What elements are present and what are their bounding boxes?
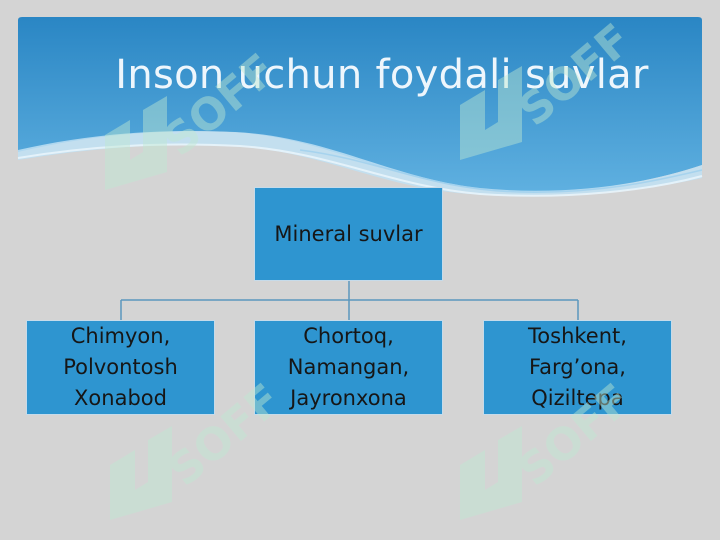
soff-logo-icon: SOFF (105, 44, 286, 190)
title-banner (17, 17, 703, 197)
svg-text:SOFF: SOFF (159, 374, 291, 496)
svg-text:SOFF: SOFF (509, 14, 641, 136)
root-node-label: Mineral suvlar (274, 221, 423, 246)
root-node-mineral-waters: Mineral suvlar (255, 188, 442, 280)
slide-title: Inson uchun foydali suvlar (115, 52, 649, 98)
soff-logo-icon: SOFF (460, 14, 641, 160)
soff-logo-icon: SOFF (460, 374, 641, 520)
child-node-toshkent: Toshkent, Farg’ona, Qiziltepa (484, 321, 671, 414)
child-node-label: Chimyon, Polvontosh Xonabod (63, 324, 178, 410)
child-node-chimyon: Chimyon, Polvontosh Xonabod (27, 321, 214, 414)
soff-logo-icon: SOFF (110, 374, 291, 520)
child-node-label: Toshkent, Farg’ona, Qiziltepa (528, 324, 627, 410)
child-node-label: Chortoq, Namangan, Jayronxona (287, 324, 410, 410)
svg-text:SOFF: SOFF (509, 374, 641, 496)
svg-text:SOFF: SOFF (154, 44, 286, 166)
child-node-chortoq: Chortoq, Namangan, Jayronxona (255, 321, 442, 414)
